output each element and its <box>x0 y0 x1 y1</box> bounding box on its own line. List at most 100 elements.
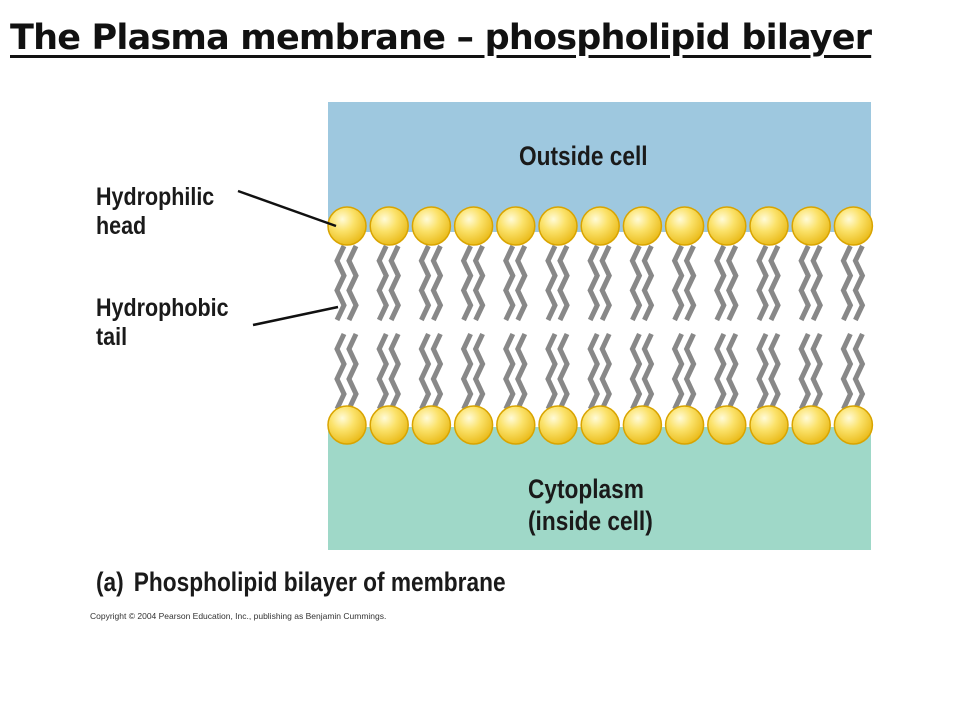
hydrophobic-tail <box>714 332 727 411</box>
hydrophobic-tail <box>557 332 570 411</box>
hydrophobic-tail <box>756 332 769 411</box>
hydrophobic-tail <box>714 244 727 322</box>
hydrophilic-head <box>327 405 367 445</box>
hydrophilic-head <box>327 206 367 246</box>
hydrophobic-tail <box>629 332 643 411</box>
cytoplasm-label-line2: (inside cell) <box>528 506 653 536</box>
hydrophobic-tail <box>460 244 474 322</box>
hydrophobic-tail <box>472 244 486 322</box>
hydrophobic-tail-label: Hydrophobic tail <box>96 294 229 352</box>
hydrophilic-head <box>496 206 536 246</box>
hydrophilic-head <box>707 405 747 445</box>
cytoplasm-region <box>328 427 871 550</box>
figure-caption: (a) Phospholipid bilayer of membrane <box>96 567 506 598</box>
hydrophilic-head <box>791 405 831 445</box>
hydrophobic-tail <box>852 244 866 322</box>
hydrophilic-head <box>411 206 452 246</box>
hydrophobic-tail-label-line2: tail <box>96 323 128 351</box>
hydrophilic-head-label: Hydrophilic head <box>96 183 214 241</box>
hydrophobic-tail <box>376 244 389 322</box>
hydrophobic-tail <box>515 244 528 322</box>
hydrophobic-tail <box>671 244 685 322</box>
hydrophilic-head <box>622 405 663 445</box>
caption-text: Phospholipid bilayer of membrane <box>133 567 506 597</box>
hydrophobic-tail <box>840 244 854 322</box>
hydrophobic-tail <box>545 332 558 411</box>
outside-cell-label: Outside cell <box>519 141 648 171</box>
head-pointer-line <box>237 189 337 228</box>
hydrophilic-head <box>664 206 705 246</box>
hydrophobic-tail <box>683 332 697 411</box>
cytoplasm-label-line1: Cytoplasm <box>528 474 644 504</box>
hydrophilic-head <box>833 405 874 445</box>
hydrophobic-tail <box>840 332 854 411</box>
hydrophobic-tail <box>726 244 739 322</box>
hydrophobic-tail <box>557 244 570 322</box>
hydrophilic-head <box>538 405 578 445</box>
hydrophobic-tail <box>683 244 697 322</box>
hydrophobic-tail <box>430 244 444 322</box>
hydrophilic-head <box>580 405 620 445</box>
hydrophobic-tail <box>388 244 401 322</box>
hydrophobic-tail <box>768 244 781 322</box>
hydrophobic-tail <box>756 244 769 322</box>
hydrophobic-tail <box>334 332 347 411</box>
hydrophobic-tail <box>430 332 444 411</box>
hydrophobic-tail <box>641 332 655 411</box>
hydrophobic-tail <box>599 332 612 411</box>
hydrophobic-tail <box>376 332 389 411</box>
hydrophilic-head <box>791 206 831 246</box>
hydrophobic-tail <box>418 332 432 411</box>
slide-title: The Plasma membrane – phospholipid bilay… <box>10 18 872 58</box>
hydrophobic-tail <box>418 244 432 322</box>
hydrophobic-tail <box>587 244 600 322</box>
hydrophobic-tail-label-line1: Hydrophobic <box>96 294 229 322</box>
hydrophobic-tail <box>460 332 474 411</box>
hydrophobic-tail <box>599 244 612 322</box>
hydrophilic-head <box>453 405 494 445</box>
hydrophilic-head <box>707 206 747 246</box>
hydrophilic-head <box>622 206 663 246</box>
hydrophilic-heads <box>327 206 874 445</box>
caption-part: (a) <box>96 567 124 597</box>
hydrophilic-head <box>664 405 705 445</box>
hydrophobic-tail <box>726 332 739 411</box>
hydrophobic-tail <box>587 332 600 411</box>
hydrophilic-head <box>833 206 874 246</box>
hydrophilic-head <box>538 206 578 246</box>
tail-pointer-line <box>252 305 339 327</box>
hydrophobic-tail <box>503 332 516 411</box>
hydrophobic-tail <box>346 332 359 411</box>
hydrophobic-tail <box>641 244 655 322</box>
hydrophobic-tail <box>671 332 685 411</box>
membrane-interior <box>328 232 871 427</box>
hydrophobic-tail <box>810 244 823 322</box>
hydrophilic-head <box>749 405 789 445</box>
hydrophobic-tail <box>503 244 516 322</box>
hydrophobic-tail <box>629 244 643 322</box>
hydrophobic-tail <box>346 244 359 322</box>
hydrophobic-tail <box>852 332 866 411</box>
hydrophobic-tail <box>768 332 781 411</box>
hydrophilic-head <box>453 206 494 246</box>
hydrophobic-tails <box>334 244 866 411</box>
hydrophilic-head <box>369 206 409 246</box>
hydrophilic-head-label-line1: Hydrophilic <box>96 183 215 211</box>
hydrophobic-tail <box>810 332 823 411</box>
copyright-notice: Copyright © 2004 Pearson Education, Inc.… <box>90 611 387 621</box>
hydrophobic-tail <box>545 244 558 322</box>
hydrophilic-head <box>580 206 620 246</box>
hydrophilic-head <box>749 206 789 246</box>
hydrophobic-tail <box>472 332 486 411</box>
hydrophobic-tail <box>388 332 401 411</box>
hydrophilic-head <box>369 405 409 445</box>
hydrophilic-head <box>496 405 536 445</box>
hydrophilic-head-label-line2: head <box>96 212 147 240</box>
hydrophobic-tail <box>334 244 347 322</box>
hydrophobic-tail <box>515 332 528 411</box>
cytoplasm-label: Cytoplasm (inside cell) <box>528 473 653 537</box>
hydrophilic-head <box>411 405 452 445</box>
hydrophobic-tail <box>798 244 811 322</box>
hydrophobic-tail <box>798 332 811 411</box>
